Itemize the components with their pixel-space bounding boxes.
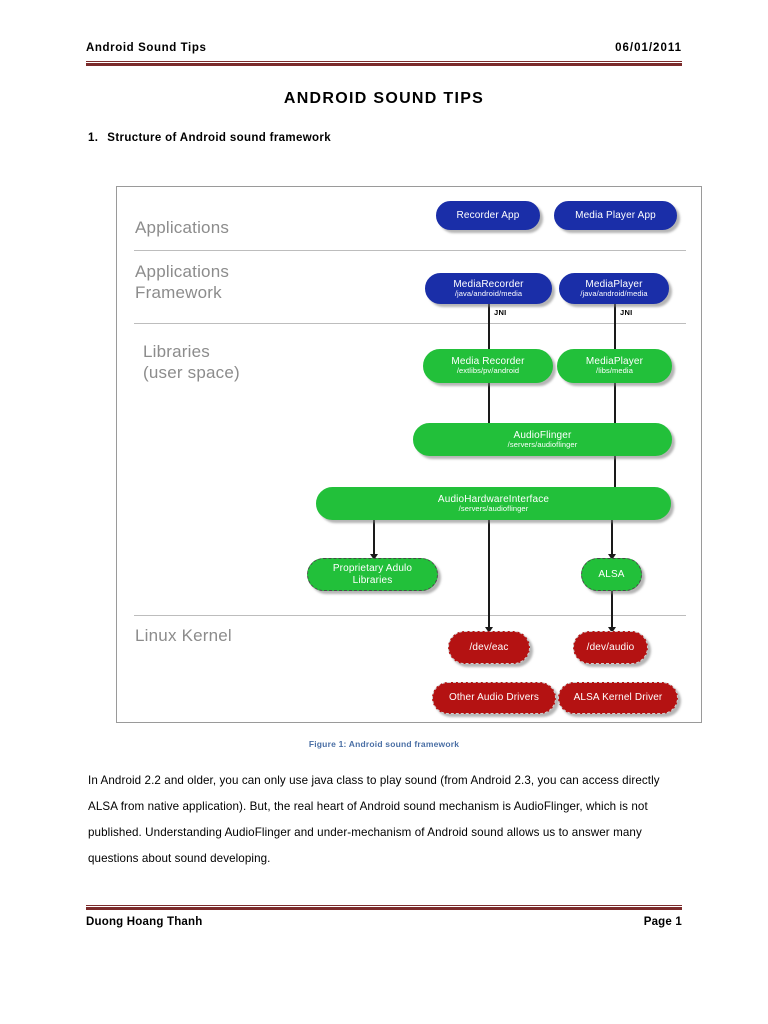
edge-label-jni-left: JNI [494, 308, 507, 317]
node-other-audio-drivers-title: Other Audio Drivers [448, 692, 540, 704]
node-mediaplayer-java[interactable]: MediaPlayer /java/android/media [559, 273, 669, 304]
page-footer: Duong Hoang Thanh Page 1 [86, 916, 682, 936]
node-proprietary-audio-libraries-subtitle: Libraries [352, 574, 393, 586]
divider-linux-kernel [134, 615, 686, 616]
connector-mediarecorder-to-media-recorder [488, 304, 490, 353]
layer-label-libraries: Libraries (user space) [143, 342, 240, 382]
node-media-player-app-title: Media Player App [575, 209, 656, 221]
node-mediarecorder-title: MediaRecorder [453, 278, 524, 290]
connector-ahi-to-alsa [611, 519, 613, 559]
node-media-recorder-native-path: /extlibs/pv/android [456, 366, 520, 376]
node-mediarecorder-path: /java/android/media [454, 288, 523, 298]
section-heading: 1. Structure of Android sound framework [88, 132, 331, 144]
node-dev-eac[interactable]: /dev/eac [448, 631, 530, 664]
layer-label-applications: Applications [135, 218, 230, 237]
android-sound-framework-diagram: Applications Applications Framework Libr… [116, 186, 702, 723]
node-dev-eac-title: /dev/eac [469, 641, 509, 653]
node-media-recorder-native-title: Media Recorder [451, 356, 525, 368]
node-recorder-app[interactable]: Recorder App [436, 201, 540, 230]
footer-divider-rule [86, 905, 682, 910]
section-title: Structure of Android sound framework [107, 132, 331, 144]
node-mediarecorder[interactable]: MediaRecorder /java/android/media [425, 273, 552, 304]
node-mediaplayer-native-path: /libs/media [596, 366, 633, 376]
node-media-player-app[interactable]: Media Player App [554, 201, 677, 230]
connector-ahi-to-dev-eac [488, 519, 490, 632]
connector-mediaplayer-to-mediaplayer-native [614, 304, 616, 353]
node-dev-audio[interactable]: /dev/audio [573, 631, 648, 664]
footer-page-number: Page 1 [643, 916, 682, 928]
connector-alsa-to-dev-audio [611, 590, 613, 632]
node-alsa-kernel-driver-title: ALSA Kernel Driver [573, 692, 663, 704]
header-divider-rule [86, 61, 682, 66]
node-alsa-title: ALSA [598, 568, 625, 580]
divider-applications-framework [134, 323, 686, 324]
node-other-audio-drivers[interactable]: Other Audio Drivers [432, 682, 556, 714]
node-audiohardwareinterface[interactable]: AudioHardwareInterface /servers/audiofli… [316, 487, 671, 520]
figure-caption: Figure 1: Android sound framework [308, 739, 460, 749]
divider-applications [134, 250, 686, 251]
arrowhead-proprietary-libraries [370, 554, 378, 560]
node-mediaplayer-java-path: /java/android/media [580, 288, 648, 298]
connector-mediaplayer-native-to-audioflinger [614, 383, 616, 428]
layer-label-linux-kernel: Linux Kernel [135, 626, 232, 645]
node-proprietary-audio-libraries-title: Proprietary Adulo [332, 563, 413, 575]
node-audioflinger-path: /servers/audioflinger [507, 439, 578, 449]
node-proprietary-audio-libraries[interactable]: Proprietary Adulo Libraries [307, 558, 438, 591]
header-title: Android Sound Tips [86, 42, 207, 54]
arrowhead-dev-audio [608, 627, 616, 633]
node-audiohardwareinterface-path: /servers/audioflinger [458, 503, 529, 513]
header-date: 06/01/2011 [615, 42, 682, 54]
node-media-recorder-native[interactable]: Media Recorder /extlibs/pv/android [423, 349, 553, 383]
page-title: ANDROID SOUND TIPS [283, 90, 485, 107]
node-audiohardwareinterface-title: AudioHardwareInterface [437, 493, 550, 505]
node-mediaplayer-java-title: MediaPlayer [585, 278, 643, 290]
node-audioflinger-title: AudioFlinger [513, 429, 572, 441]
page-header: Android Sound Tips 06/01/2011 [86, 42, 682, 68]
node-mediaplayer-native[interactable]: MediaPlayer /libs/media [557, 349, 672, 383]
section-number: 1. [88, 132, 99, 144]
footer-author: Duong Hoang Thanh [86, 916, 203, 928]
edge-label-jni-right: JNI [620, 308, 633, 317]
layer-label-applications-framework: Applications Framework [135, 262, 230, 302]
body-paragraph: In Android 2.2 and older, you can only u… [88, 774, 660, 865]
node-dev-audio-title: /dev/audio [586, 641, 635, 653]
node-alsa-kernel-driver[interactable]: ALSA Kernel Driver [558, 682, 678, 714]
arrowhead-alsa [608, 554, 616, 560]
connector-audioflinger-to-audiohardwareinterface [614, 455, 616, 493]
node-recorder-app-title: Recorder App [456, 209, 520, 221]
connector-media-recorder-to-audioflinger [488, 383, 490, 428]
node-alsa[interactable]: ALSA [581, 558, 642, 591]
node-mediaplayer-native-title: MediaPlayer [585, 356, 644, 368]
connector-ahi-to-proprietary-libraries [373, 519, 375, 559]
node-audioflinger[interactable]: AudioFlinger /servers/audioflinger [413, 423, 672, 456]
arrowhead-dev-eac [485, 627, 493, 633]
